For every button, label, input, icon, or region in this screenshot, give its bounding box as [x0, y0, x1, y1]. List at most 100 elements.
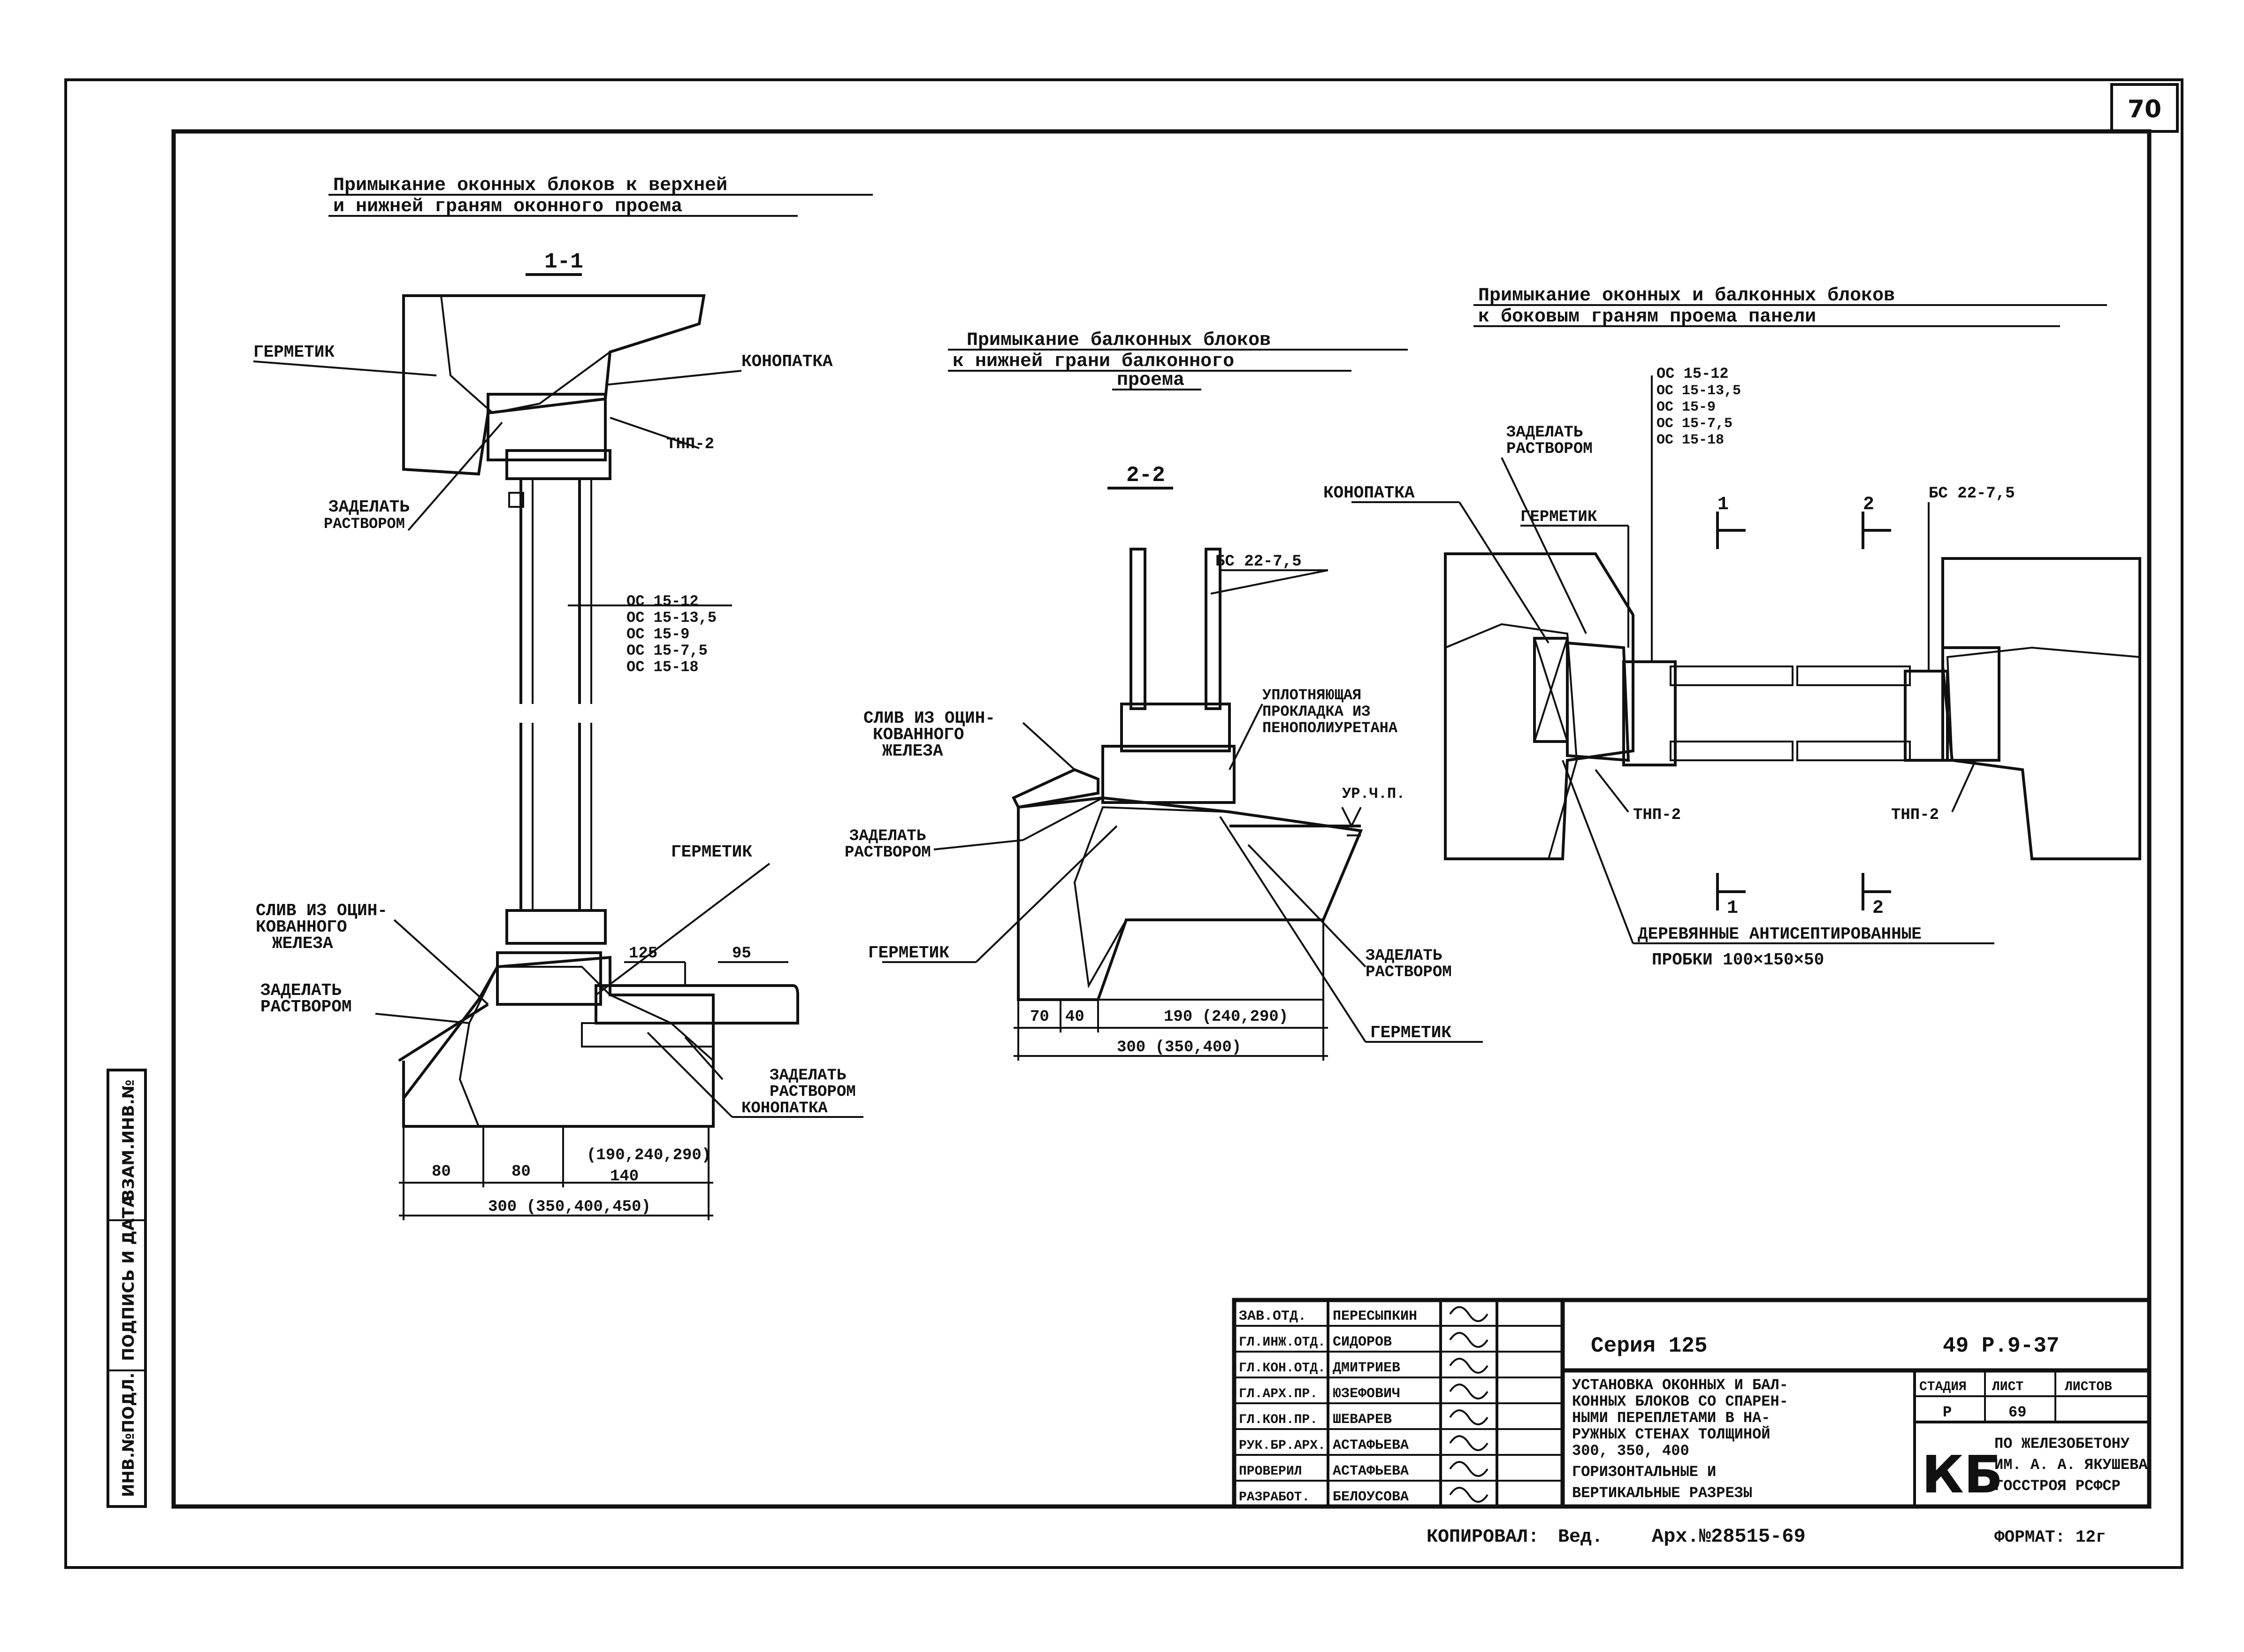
tb-org-0: ПО ЖЕЛЕЗОБЕТОНУ: [1994, 1435, 2130, 1453]
section-1-title-line1: Примыкание оконных блоков к верхней: [333, 175, 727, 196]
s1-dimension-lines: [399, 1126, 713, 1220]
tb-stage-head: СТАДИЯ: [1919, 1380, 1967, 1394]
s2-dim-70: 70: [1030, 1008, 1049, 1026]
s3-mark-2: ОС 15-9: [1656, 399, 1716, 415]
tb-name-5: АСТАФЬЕВА: [1333, 1438, 1409, 1453]
s2-zadelat-right-2: РАСТВОРОМ: [1366, 964, 1452, 981]
s3-mark-1: ОС 15-13,5: [1656, 383, 1741, 399]
s1-germetik-top: ГЕРМЕТИК: [253, 343, 335, 362]
section-1-window-lower: [505, 723, 607, 945]
s3-mark-3: ОС 15-7,5: [1656, 416, 1733, 432]
tb-role-5: РУК.БР.АРХ.: [1239, 1438, 1326, 1453]
s2-dimension-lines: [1014, 1000, 1328, 1061]
s2-zadelat-right-1: ЗАДЕЛАТЬ: [1366, 947, 1442, 965]
s2-germetik-left: ГЕРМЕТИК: [868, 943, 949, 963]
tb-desc-5: ГОРИЗОНТАЛЬНЫЕ И: [1572, 1463, 1716, 1481]
tb-desc-6: ВЕРТИКАЛЬНЫЕ РАЗРЕЗЫ: [1572, 1484, 1752, 1502]
tb-name-2: ДМИТРИЕВ: [1333, 1360, 1400, 1376]
section-3-title: Примыкание оконных и балконных блоков к …: [1473, 285, 2107, 328]
tb-name-1: СИДОРОВ: [1333, 1334, 1392, 1350]
tb-desc-4: 300, 350, 400: [1572, 1442, 1689, 1460]
section-2-title-line3: проема: [1117, 370, 1184, 391]
tb-sheet-head: ЛИСТ: [1992, 1380, 2023, 1394]
section-2-title-line2: к нижней грани балконного: [953, 351, 1234, 372]
title-block-people: ЗАВ.ОТД. ПЕРЕСЫПКИН ГЛ.ИНЖ.ОТД. СИДОРОВ …: [1239, 1308, 1417, 1505]
s2-sliv-3: ЖЕЛЕЗА: [882, 742, 943, 761]
section-3-leaders: [1351, 375, 1994, 944]
tb-desc-0: УСТАНОВКА ОКОННЫХ И БАЛ-: [1572, 1377, 1788, 1394]
s1-mark-4: ОС 15-18: [626, 658, 699, 676]
s1-zadelat-right-2: РАСТВОРОМ: [770, 1083, 856, 1101]
s3-probki-1: ДЕРЕВЯННЫЕ АНТИСЕПТИРОВАННЫЕ: [1638, 925, 1922, 944]
section-2-balcony-block: [1011, 548, 1236, 809]
s3-cut2: 2: [1863, 494, 1874, 515]
s1-zadelat-left-2: РАСТВОРОМ: [260, 997, 351, 1017]
s2-germetik-right: ГЕРМЕТИК: [1370, 1023, 1451, 1042]
side-stamp-vzam: ВЗАМ.ИНВ.№: [119, 1079, 138, 1201]
s1-konopatka-bottom: КОНОПАТКА: [741, 1100, 828, 1117]
s1-mark-3: ОС 15-7,5: [626, 642, 708, 659]
s3-zadelat-2: РАСТВОРОМ: [1506, 440, 1593, 458]
s1-window-marks: ОС 15-12 ОС 15-13,5 ОС 15-9 ОС 15-7,5 ОС…: [626, 593, 717, 676]
tb-series: Серия 125: [1591, 1334, 1707, 1358]
s1-dim-125: 125: [629, 945, 657, 963]
s1-sliv-1: СЛИВ ИЗ ОЦИН-: [256, 901, 388, 920]
s1-mark-0: ОС 15-12: [626, 593, 699, 610]
s3-mark-0: ОС 15-12: [1656, 365, 1729, 382]
section-1-top-wall: [402, 294, 706, 480]
s2-dim-190: 190 (240,290): [1164, 1008, 1288, 1026]
tb-org-logo: КБ: [1922, 1445, 2003, 1505]
section-3-cut-markers: [1716, 512, 1891, 910]
section-3-title-line2: к боковым граням проема панели: [1478, 306, 1816, 328]
s3-window-marks: ОС 15-12 ОС 15-13,5 ОС 15-9 ОС 15-7,5 ОС…: [1656, 365, 1741, 448]
section-1-cut-label: 1-1: [544, 250, 583, 274]
s1-sliv-3: ЖЕЛЕЗА: [272, 934, 333, 953]
s2-bs: БС 22-7,5: [1215, 553, 1302, 571]
section-2-title-line1: Примыкание балконных блоков: [967, 330, 1271, 351]
copied-sign: Вед.: [1558, 1527, 1603, 1548]
s3-zadelat-1: ЗАДЕЛАТЬ: [1506, 424, 1583, 442]
s2-zadelat-left-1: ЗАДЕЛАТЬ: [849, 827, 926, 845]
tb-desc-1: КОННЫХ БЛОКОВ СО СПАРЕН-: [1572, 1393, 1788, 1410]
tb-org-1: ИМ. А. А. ЯКУШЕВА: [1994, 1456, 2148, 1474]
tb-name-3: ЮЗЕФОВИЧ: [1333, 1386, 1400, 1402]
tb-org-2: ГОССТРОЯ РСФСР: [1994, 1477, 2121, 1495]
s1-mark-1: ОС 15-13,5: [626, 609, 717, 627]
tb-role-3: ГЛ.АРХ.ПР.: [1239, 1387, 1318, 1401]
s1-sliv-2: КОВАННОГО: [256, 918, 347, 937]
section-1-title: Примыкание оконных блоков к верхней и ни…: [328, 175, 873, 276]
section-3-right-wall: [1796, 557, 2141, 860]
s2-dim-total: 300 (350,400): [1117, 1039, 1241, 1056]
section-1-window-upper: [508, 479, 592, 704]
s2-uplot-1: УПЛОТНЯЮЩАЯ: [1262, 687, 1361, 704]
s3-bs: БС 22-7,5: [1929, 485, 2015, 503]
s1-dim-140: 140: [610, 1168, 639, 1185]
side-stamp-podpis: ПОДПИСЬ И ДАТА: [119, 1195, 138, 1361]
s2-sliv-1: СЛИВ ИЗ ОЦИН-: [863, 709, 995, 728]
s2-sliv-2: КОВАННОГО: [873, 725, 964, 744]
tb-role-4: ГЛ.КОН.ПР.: [1239, 1413, 1318, 1427]
s2-uplot-3: ПЕНОПОЛИУРЕТАНА: [1262, 719, 1398, 737]
tb-name-4: ШЕВАРЕВ: [1333, 1412, 1392, 1428]
s2-zadelat-left-2: РАСТВОРОМ: [845, 844, 931, 862]
tb-role-2: ГЛ.КОН.ОТД.: [1239, 1361, 1326, 1376]
s1-zadelat-right-1: ЗАДЕЛАТЬ: [770, 1067, 846, 1085]
s2-dim-40: 40: [1065, 1008, 1084, 1026]
section-2-leaders: [882, 569, 1483, 1043]
side-stamp-inv: ИНВ.№ПОДЛ.: [119, 1373, 138, 1497]
tb-name-6: АСТАФЬЕВА: [1333, 1463, 1409, 1479]
s3-probki-2: ПРОБКИ 100×150×50: [1652, 950, 1824, 970]
section-2-floor-slab: [1017, 796, 1363, 1001]
outer-frame: [64, 78, 2183, 1569]
tb-doc-code: 49 Р.9-37: [1943, 1334, 2059, 1358]
s1-germetik-bottom: ГЕРМЕТИК: [671, 842, 752, 862]
tb-stage: Р: [1943, 1404, 1952, 1421]
tb-name-7: БЕЛОУСОВА: [1333, 1489, 1409, 1505]
tb-role-0: ЗАВ.ОТД.: [1239, 1308, 1306, 1324]
tb-sheet: 69: [2008, 1404, 2026, 1421]
s1-konopatka-top: КОНОПАТКА: [741, 352, 833, 371]
tb-desc-2: НЫМИ ПЕРЕПЛЕТАМИ В НА-: [1572, 1409, 1770, 1427]
s1-dim-alt: (190,240,290): [587, 1147, 711, 1164]
s1-zadelat-top-1: ЗАДЕЛАТЬ: [328, 497, 410, 517]
